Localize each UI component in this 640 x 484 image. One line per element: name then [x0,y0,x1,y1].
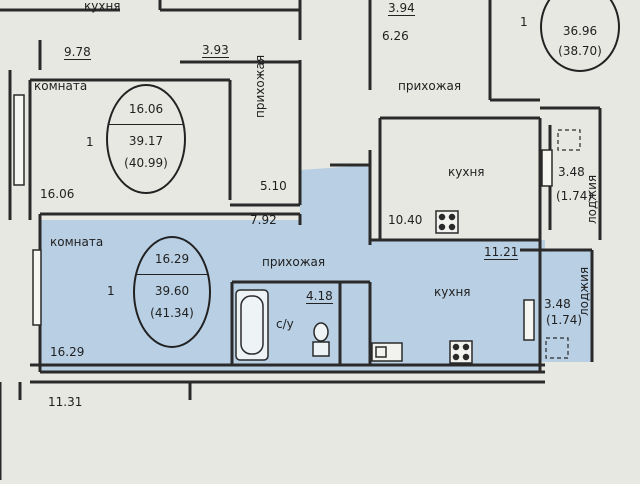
ur-rooms-count: 1 [520,15,528,29]
ul-bath-area: 3.93 [202,43,229,58]
ur-loggia-area: 3.48 [558,165,585,179]
ur-hall-label: прихожая [398,79,462,93]
main-loggia-area-coef: (1.74) [546,313,583,327]
main-loggia-label: лоджия [577,266,591,316]
main-kitchen-area: 11.21 [484,245,519,260]
main-oval-divider [135,274,209,275]
main-hall-area: 7.92 [250,213,277,227]
ll-area: 11.31 [48,395,83,409]
main-bath-label: с/у [276,317,294,331]
ur-loggia-area-coef: (1.74) [556,189,593,203]
ul-oval-living: 16.06 [128,102,164,116]
main-area-oval: 16.29 39.60 (41.34) [133,236,211,348]
ul-room-label: комната [34,79,88,93]
ur-bath-area-b: 6.26 [382,29,409,43]
ul-area-oval: 16.06 39.17 (40.99) [106,84,186,194]
ul-hall-label: прихожая [253,54,267,118]
ul-kitchen-area: 9.78 [64,45,91,60]
main-oval-total-balcony: (41.34) [150,306,194,320]
ur-loggia-label: лоджия [585,174,599,224]
stove [449,340,473,364]
main-hall-label: прихожая [262,255,326,269]
ur-area-oval: 36.96 (38.70) [540,0,620,72]
main-room-label: комната [50,235,104,249]
main-bath-area: 4.18 [306,289,333,304]
ul-rooms-count: 1 [86,135,94,149]
bathtub [235,289,269,361]
ur-oval-total-balcony: (38.70) [558,44,602,58]
ur-bath-area-a: 3.94 [388,1,415,16]
main-loggia-area: 3.48 [544,297,571,311]
ul-oval-total: 39.17 [128,134,164,148]
ur-oval-total: 36.96 [562,24,598,38]
main-rooms-count: 1 [107,284,115,298]
ul-oval-divider [108,124,184,125]
toilet [312,322,330,357]
ur-kitchen-label: кухня [448,165,485,179]
ur-kitchen-area: 10.40 [388,213,423,227]
sink [371,342,403,362]
ul-kitchen-label: кухня [84,0,121,13]
main-room-area: 16.29 [50,345,85,359]
stove-upper [435,210,459,234]
ul-hall-area: 5.10 [260,179,287,193]
ul-room-area: 16.06 [40,187,75,201]
main-oval-living: 16.29 [154,252,190,266]
ul-oval-total-balcony: (40.99) [124,156,168,170]
main-kitchen-label: кухня [434,285,471,299]
main-oval-total: 39.60 [154,284,190,298]
